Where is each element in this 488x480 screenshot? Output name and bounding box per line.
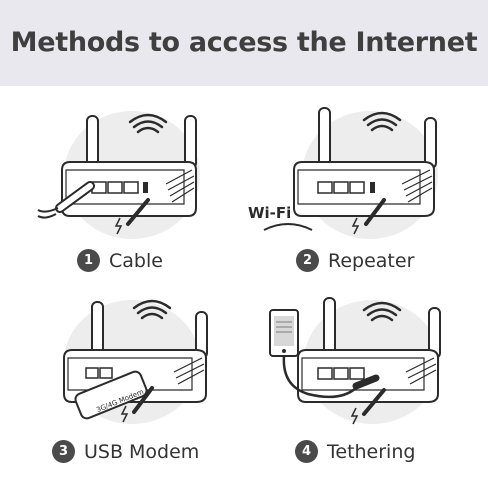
wifi-signal-icon xyxy=(128,113,168,134)
method-label: USB Modem xyxy=(84,440,200,463)
method-label: Cable xyxy=(109,249,163,272)
method-caption: 4 Tethering xyxy=(295,440,415,463)
method-panel-cable: 1 Cable xyxy=(0,100,244,290)
method-panel-repeater: Wi-Fi 2 Repeater xyxy=(244,100,488,290)
method-panel-tethering: 4 Tethering xyxy=(244,290,488,480)
method-label: Tethering xyxy=(327,440,416,463)
wifi-logo-icon: Wi-Fi xyxy=(248,204,313,231)
method-caption: 2 Repeater xyxy=(296,249,414,272)
router-cable-illustration xyxy=(37,111,200,239)
number-badge: 2 xyxy=(296,249,319,272)
phone-icon xyxy=(269,309,299,357)
router-usb-modem-illustration: 3G/4G Modem xyxy=(63,299,208,424)
wifi-signal-icon xyxy=(362,111,402,132)
method-label: Repeater xyxy=(328,249,415,272)
wifi-signal-icon xyxy=(132,299,172,320)
number-badge: 3 xyxy=(52,440,75,463)
wifi-signal-icon xyxy=(362,301,402,322)
number-badge: 4 xyxy=(295,440,318,463)
header-banner: Methods to access the Internet xyxy=(0,0,488,86)
router-repeater-illustration: Wi-Fi xyxy=(248,107,438,239)
number-badge: 1 xyxy=(77,249,100,272)
method-panel-usb-modem: 3G/4G Modem 3 USB Modem xyxy=(0,290,244,480)
method-caption: 3 USB Modem xyxy=(52,440,199,463)
wifi-word: Wi-Fi xyxy=(248,204,291,222)
page-title: Methods to access the Internet xyxy=(10,27,478,58)
method-caption: 1 Cable xyxy=(77,249,163,272)
router-tethering-illustration xyxy=(269,297,441,425)
